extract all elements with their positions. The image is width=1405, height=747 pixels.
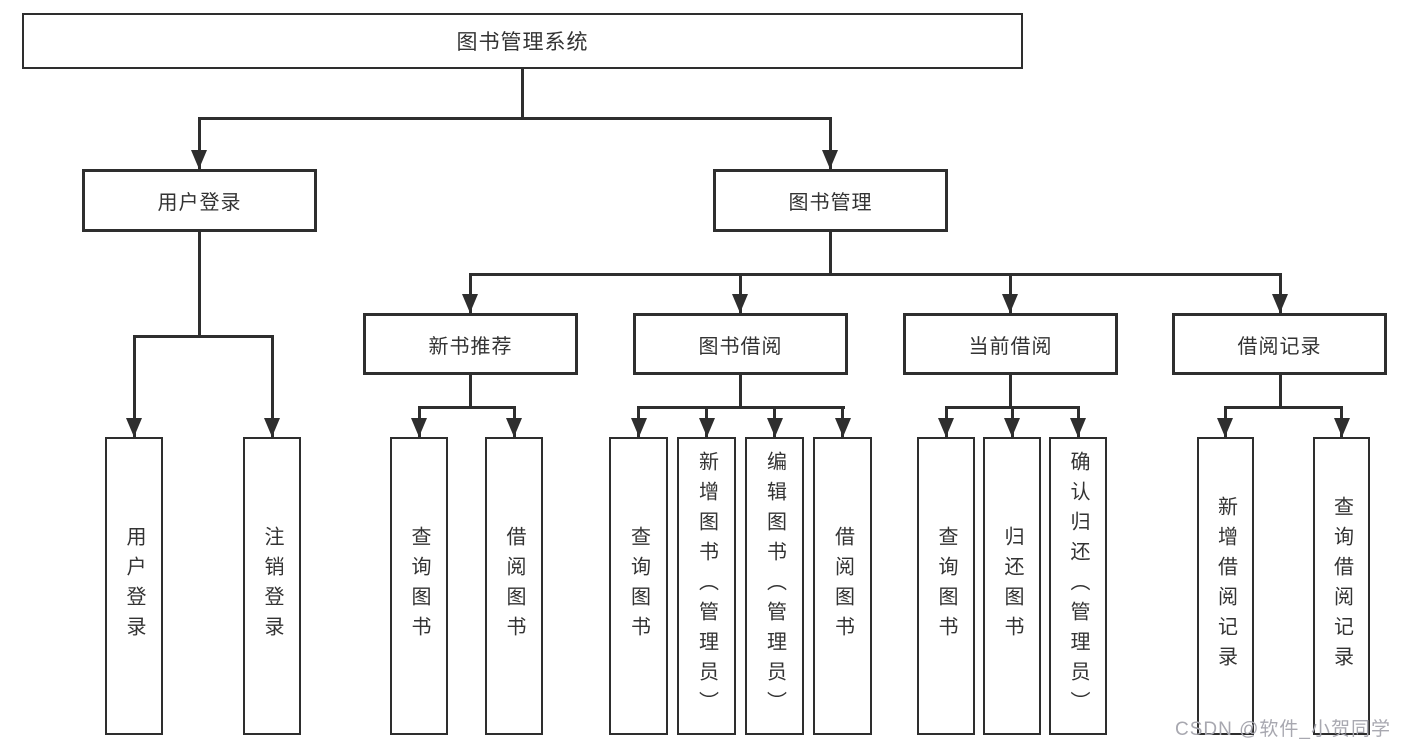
arrow-down-icon xyxy=(506,418,522,437)
connector-line xyxy=(197,117,201,169)
leaf-add-borrow-record: 新增借阅记录 xyxy=(1197,437,1254,735)
connector-line xyxy=(1223,406,1343,409)
leaf-edit-book-admin: 编辑图书（管理员） xyxy=(745,437,804,735)
arrow-down-icon xyxy=(630,418,647,437)
arrow-down-icon xyxy=(264,418,280,437)
connector-line xyxy=(738,375,742,406)
arrow-down-icon xyxy=(191,150,207,169)
connector-line xyxy=(1008,273,1012,313)
node-book-borrow: 图书借阅 xyxy=(633,313,848,375)
arrow-down-icon xyxy=(938,418,954,437)
leaf-confirm-return-admin: 确认归还（管理员） xyxy=(1049,437,1107,735)
connector-line xyxy=(197,232,201,335)
connector-line xyxy=(637,406,845,409)
arrow-down-icon xyxy=(732,294,748,313)
connector-line xyxy=(132,335,136,437)
arrow-down-icon xyxy=(822,150,838,169)
connector-line xyxy=(197,117,832,120)
connector-line xyxy=(520,69,524,118)
connector-line xyxy=(132,335,274,338)
arrow-down-icon xyxy=(698,418,715,437)
leaf-add-book-admin: 新增图书（管理员） xyxy=(677,437,736,735)
arrow-down-icon xyxy=(1002,294,1018,313)
arrow-down-icon xyxy=(1272,294,1288,313)
node-book-management: 图书管理 xyxy=(713,169,948,232)
arrow-down-icon xyxy=(126,418,142,437)
connector-line xyxy=(468,273,1282,276)
node-user-login: 用户登录 xyxy=(82,169,317,232)
arrow-down-icon xyxy=(1333,418,1350,437)
connector-line xyxy=(270,335,274,437)
arrow-down-icon xyxy=(1004,418,1020,437)
node-root: 图书管理系统 xyxy=(22,13,1023,69)
arrow-down-icon xyxy=(462,294,478,313)
node-new-book-recommend: 新书推荐 xyxy=(363,313,578,375)
arrow-down-icon xyxy=(411,418,427,437)
arrow-down-icon xyxy=(1070,418,1086,437)
leaf-query-books-borrow: 查询图书 xyxy=(609,437,668,735)
leaf-borrow-books-recommend: 借阅图书 xyxy=(485,437,543,735)
connector-line xyxy=(1278,375,1282,406)
leaf-logout: 注销登录 xyxy=(243,437,301,735)
node-borrow-records: 借阅记录 xyxy=(1172,313,1387,375)
connector-line xyxy=(1008,375,1012,406)
connector-line xyxy=(828,232,832,273)
leaf-query-books-recommend: 查询图书 xyxy=(390,437,448,735)
leaf-return-book: 归还图书 xyxy=(983,437,1041,735)
arrow-down-icon xyxy=(1217,418,1233,437)
connector-line xyxy=(468,273,472,313)
leaf-query-books-current: 查询图书 xyxy=(917,437,975,735)
connector-line xyxy=(1278,273,1282,313)
leaf-borrow-books: 借阅图书 xyxy=(813,437,872,735)
connector-line xyxy=(828,117,832,169)
leaf-query-borrow-record: 查询借阅记录 xyxy=(1313,437,1370,735)
arrow-down-icon xyxy=(766,418,783,437)
leaf-user-login: 用户登录 xyxy=(105,437,163,735)
connector-line xyxy=(738,273,742,313)
node-current-borrow: 当前借阅 xyxy=(903,313,1118,375)
arrow-down-icon xyxy=(834,418,851,437)
connector-line xyxy=(468,375,472,406)
connector-line xyxy=(417,406,516,409)
watermark: CSDN @软件_小贺同学 xyxy=(1175,719,1391,740)
